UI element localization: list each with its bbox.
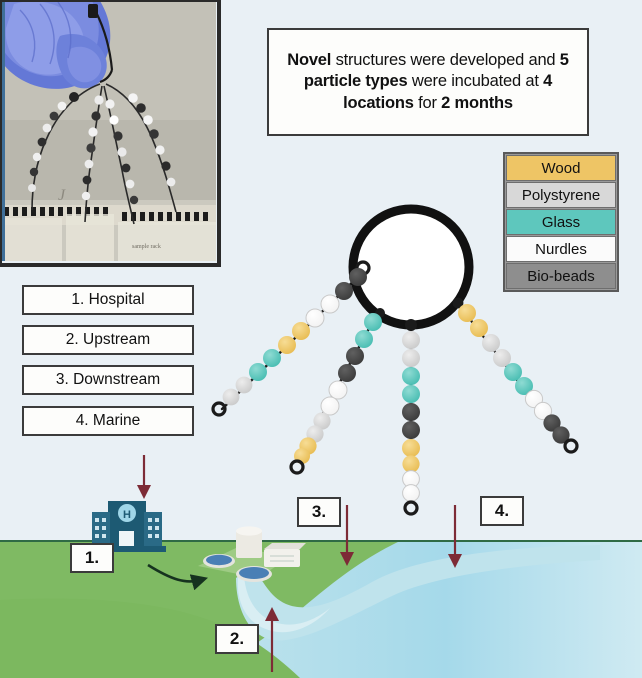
foreground-hill: [0, 598, 300, 678]
strand-2-end-loop: [289, 459, 305, 475]
location-label-downstream: 3. Downstream: [22, 365, 194, 395]
bead-strand-diagram: [211, 204, 579, 516]
headline-plain-2: were incubated at: [411, 72, 544, 91]
photograph: sample rack J: [0, 0, 221, 267]
legend-item-glass: Glass: [506, 209, 616, 235]
photo-strands: [28, 83, 177, 225]
location-arrows: [136, 455, 463, 672]
scene-marker-4: 4.: [480, 496, 524, 526]
photograph-border: [0, 0, 221, 267]
scene-marker-2: 2.: [215, 624, 259, 654]
headline-callout: Novel structures were developed and 5 pa…: [267, 28, 589, 136]
strand-3-end-loop: [403, 500, 419, 516]
legend-item-nurdles: Nurdles: [506, 236, 616, 262]
headline-plain-3: for: [418, 93, 442, 112]
legend-item-wood: Wood: [506, 155, 616, 181]
river-inlet: [237, 576, 330, 633]
hospital-sign: [118, 504, 136, 522]
scene-marker-3: 3.: [297, 497, 341, 527]
headline-em-months: 2 months: [441, 93, 513, 112]
strand-1: [211, 268, 367, 417]
legend-item-biobeads: Bio-beads: [506, 263, 616, 289]
scene-marker-1: 1.: [70, 543, 114, 573]
river: [236, 545, 600, 641]
headline-em-novel: Novel: [287, 51, 336, 70]
strand-1-end-loop: [211, 401, 227, 417]
headline-em-particles: 5 particle types: [303, 51, 569, 91]
svg-text:sample rack: sample rack: [132, 244, 161, 250]
treatment-plant: [198, 526, 306, 582]
location-label-hospital: 1. Hospital: [22, 285, 194, 315]
location-label-upstream: 2. Upstream: [22, 325, 194, 355]
strand-2: [289, 313, 382, 475]
flow-arrow-hospital-to-plant: [147, 563, 209, 591]
ring-connectors: [355, 260, 464, 331]
headline-em-locations: 4 locations: [343, 72, 553, 112]
legend-item-polystyrene: Polystyrene: [506, 182, 616, 208]
strand-4-end-loop: [563, 438, 579, 454]
location-label-marine: 4. Marine: [22, 406, 194, 436]
hospital-sign-label: H: [123, 509, 131, 521]
gloved-hand: [0, 0, 111, 89]
headline-text: Novel structures were developed and 5 pa…: [279, 50, 577, 113]
sea-body: [205, 541, 642, 678]
strand-3: [402, 331, 420, 516]
svg-text:J: J: [58, 187, 66, 204]
headline-plain-1: structures were developed and: [335, 51, 560, 70]
hospital-building: H: [88, 501, 166, 552]
landscape-scene: H: [0, 501, 642, 678]
strand-4: [458, 304, 579, 454]
particle-type-legend: Wood Polystyrene Glass Nurdles Bio-beads: [503, 152, 619, 292]
